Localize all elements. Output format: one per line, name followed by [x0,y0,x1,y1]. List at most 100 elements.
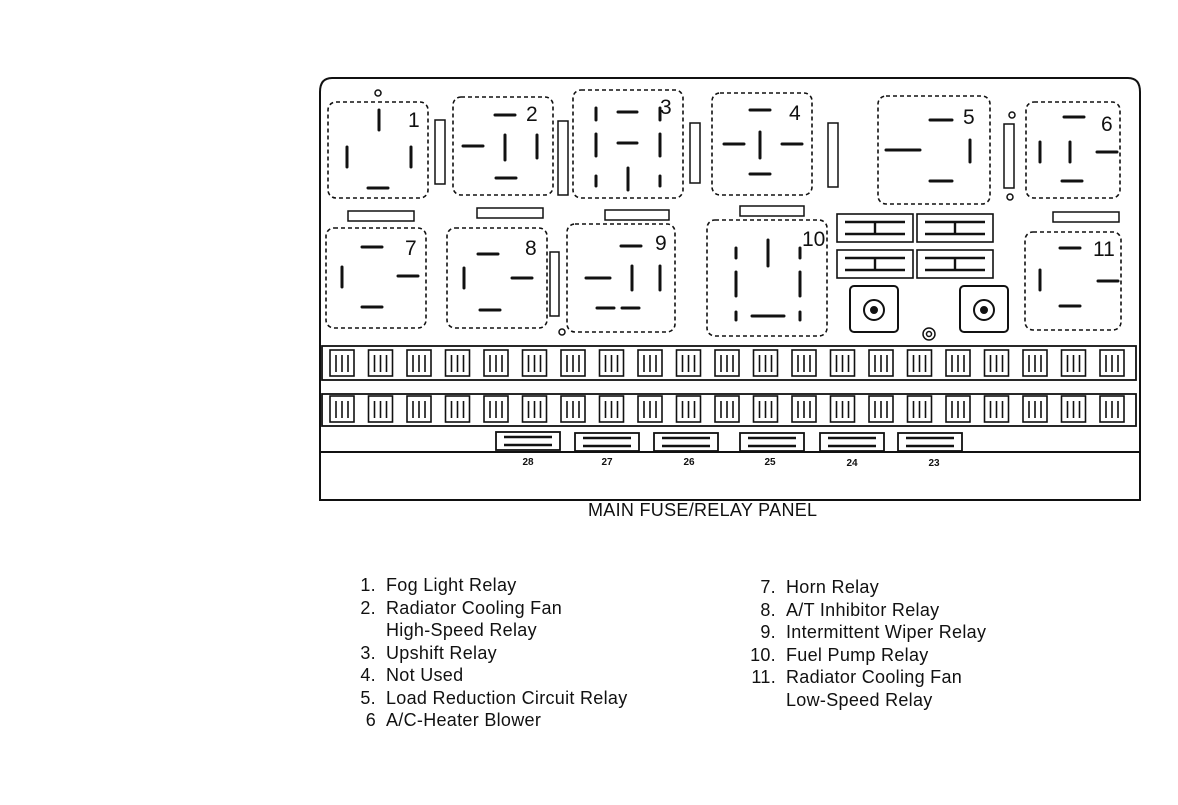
fuse-slot [560,349,586,377]
legend-item-number: 1. [360,575,376,595]
fuse-slot [406,349,432,377]
fuse-slot [714,349,740,377]
legend-item-number: 6 [365,710,376,730]
fuse-slot [675,349,702,377]
legend-item: 3. Upshift Relay [348,642,628,665]
fuse-slot [1099,349,1125,377]
legend-item-label: Radiator Cooling Fan [386,597,563,618]
relay-label-2: 2 [526,103,538,126]
legend-item-number: 5. [360,687,376,708]
spare-fuse-24 [819,432,885,452]
legend-item-number: 4. [360,665,376,685]
fuse-slot [983,349,1010,377]
fuse-slot [521,395,548,423]
diagram-caption: MAIN FUSE/RELAY PANEL [588,500,818,520]
fuse-slot [598,349,625,377]
fuse-slot [752,349,779,377]
fuse-slot [560,395,586,423]
spare-fuse-25 [739,432,805,452]
relay-socket-2 [452,96,554,196]
fuse-slot [637,349,663,377]
legend-item: 6 A/C-Heater Blower [348,709,628,732]
fuse-slot [945,395,971,423]
fuse-slot [675,395,702,423]
spare-fuse-28 [495,431,561,451]
fuse-slot [945,349,971,377]
legend-item-number: 10. [750,644,776,665]
fuse-slot [983,395,1010,423]
fuse-slot [598,395,625,423]
legend-item-label: Horn Relay [786,577,880,597]
legend-item: 8. A/T Inhibitor Relay [740,599,986,622]
legend-item-number: 2. [360,597,376,618]
relay-label-8: 8 [525,237,537,260]
fuse-slot [406,395,432,423]
relay-label-10: 10 [802,228,825,251]
relay-label-6: 6 [1101,113,1113,136]
fuse-label-26: 26 [683,457,695,468]
fuse-label-23: 23 [928,458,940,469]
legend-item: 2. Radiator Cooling Fan [348,597,628,620]
legend-item-label: A/C-Heater Blower [386,710,542,730]
fuse-slot [329,395,355,423]
legend-item-label: Fuel Pump Relay [786,644,929,665]
fuse-slot [637,395,663,423]
relay-socket-8 [446,227,548,329]
fuse-slot [791,349,817,377]
fuse-label-27: 27 [601,457,613,468]
panel-outline [319,77,1141,501]
fuse-slot [521,349,548,377]
fuse-slot [367,395,394,423]
legend-item-number: 3. [360,642,376,663]
relay-label-4: 4 [789,102,801,125]
relay-label-1: 1 [408,109,420,132]
relay-socket-10 [706,219,828,337]
spare-fuse-23 [897,432,963,452]
fuse-slot [483,349,509,377]
legend-item-label: Fog Light Relay [386,575,517,595]
fuse-slot [1022,349,1048,377]
legend-item-label: Upshift Relay [386,642,497,663]
fuse-slot [444,349,471,377]
fuse-label-25: 25 [764,457,776,468]
fuse-slot [906,349,933,377]
legend-item: 1. Fog Light Relay [348,574,628,597]
relay-socket-6 [1025,101,1121,199]
fuse-slot [906,395,933,423]
relay-socket-5 [877,95,991,205]
fuse-slot [791,395,817,423]
spare-fuse-26 [653,432,719,452]
spare-fuse-27 [574,432,640,452]
relay-socket-7 [325,227,427,329]
fuse-slot [329,349,355,377]
fuse-slot [868,349,894,377]
fuse-label-28: 28 [522,457,534,468]
relay-label-3: 3 [660,96,672,119]
legend-item: 11.Radiator Cooling Fan [740,666,986,689]
legend-item-label: A/T Inhibitor Relay [786,599,940,620]
relay-label-9: 9 [655,232,667,255]
fuse-slot [829,395,856,423]
relay-socket-11 [1024,231,1122,331]
fuse-slot [868,395,894,423]
fuse-slot [1099,395,1125,423]
fuse-slot [367,349,394,377]
legend-item: 7.Horn Relay [740,576,986,599]
fuse-slot [444,395,471,423]
legend-item-label: Not Used [386,665,464,685]
legend-item-number: 9. [760,622,776,642]
legend-item-continuation: High-Speed Relay [386,620,537,640]
legend-item-number: 8. [760,599,776,620]
relay-label-7: 7 [405,237,417,260]
relay-label-5: 5 [963,106,975,129]
fuse-slot [1060,395,1087,423]
fuse-slot [829,349,856,377]
legend-item-number: 11. [751,667,776,687]
legend-item-label: Intermittent Wiper Relay [786,622,987,642]
fuse-slot [483,395,509,423]
fuse-slot [1060,349,1087,377]
legend-item: 9. Intermittent Wiper Relay [740,621,986,644]
